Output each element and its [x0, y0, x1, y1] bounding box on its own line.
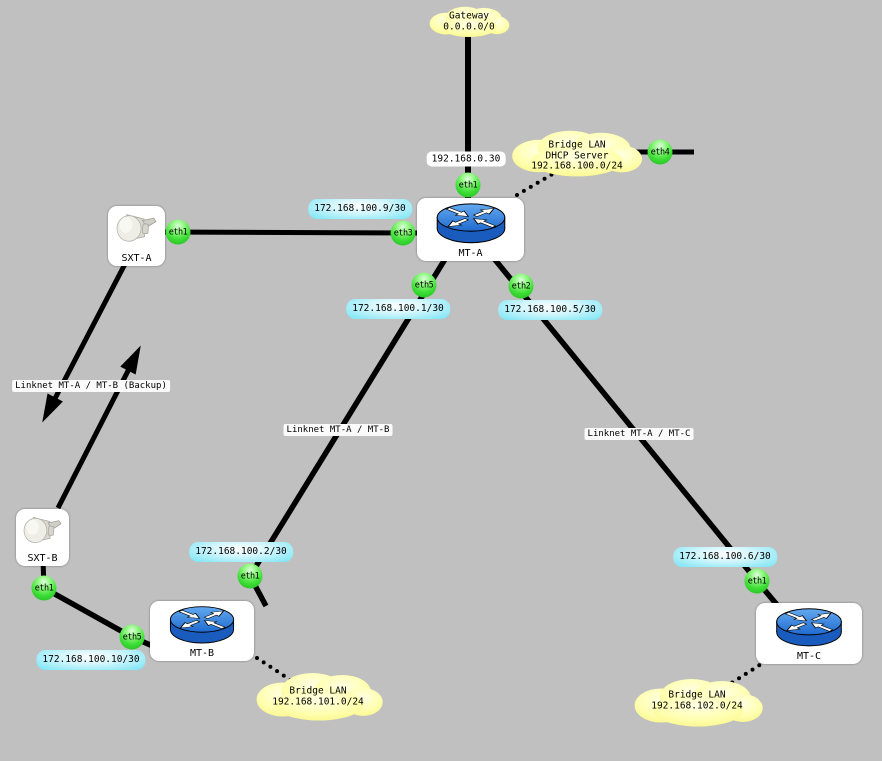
address-label-wan: 192.168.0.30: [426, 151, 506, 167]
device-mt-c[interactable]: MT-C: [756, 603, 862, 664]
port-mt-b-eth1[interactable]: eth1: [237, 563, 263, 589]
wireless-link-arrow-up: [120, 345, 141, 375]
router-icon: [425, 201, 517, 247]
dotted-links-layer: [255, 170, 768, 686]
address-label-eth2: 172.168.100.5/30: [498, 300, 602, 320]
port-sxt-b-eth1[interactable]: eth1: [31, 575, 57, 601]
address-label-eth5: 172.168.100.1/30: [346, 299, 450, 319]
address-label-mt-b-eth5: 172.168.100.10/30: [36, 650, 146, 670]
cloud-lan-c-line2: 192.168.102.0/24: [651, 700, 743, 711]
device-mt-c-label: MT-C: [796, 651, 822, 662]
port-mt-a-eth3[interactable]: eth3: [390, 220, 416, 246]
port-mt-a-eth1[interactable]: eth1: [455, 172, 481, 198]
cloud-dhcp-line2: DHCP Server: [545, 149, 609, 161]
link-sxt-b-mt-b: [42, 585, 134, 640]
device-sxt-a-label: SXT-A: [121, 253, 152, 264]
router-icon: [157, 604, 247, 647]
dotted-link-mt-c-lan: [728, 659, 768, 686]
wireless-link-arrow-down: [42, 393, 63, 423]
cloud-dhcp-label: Bridge LAN DHCP Server 192.168.100.0/24: [531, 140, 623, 172]
cloud-lan-b-label: Bridge LAN 192.168.101.0/24: [272, 685, 364, 708]
port-mt-c-eth1[interactable]: eth1: [744, 568, 770, 594]
cloud-lan-b-line1: Bridge LAN: [289, 685, 347, 697]
link-label-mt-a-mt-b: Linknet MT-A / MT-B: [283, 424, 393, 436]
dotted-link-mt-b-lan: [255, 656, 294, 683]
cloud-lan-c-line1: Bridge LAN: [668, 689, 726, 701]
port-mt-a-eth2[interactable]: eth2: [508, 273, 534, 299]
link-sxt-a-mt-a: [159, 229, 421, 236]
links-layer: [40, 24, 781, 650]
address-label-eth3: 172.168.100.9/30: [308, 199, 412, 219]
address-label-mt-b-eth1: 172.168.100.2/30: [189, 542, 293, 562]
router-icon: [763, 606, 855, 650]
device-mt-a[interactable]: MT-A: [417, 198, 524, 261]
address-label-mt-c-eth1: 172.168.100.6/30: [673, 547, 777, 567]
port-mt-a-eth4[interactable]: eth4: [647, 139, 673, 165]
sxt-antenna-icon: [20, 512, 66, 550]
sxt-antenna-icon: [113, 209, 161, 249]
link-label-backup: Linknet MT-A / MT-B (Backup): [12, 380, 170, 392]
cloud-lan-c[interactable]: [634, 679, 763, 727]
port-sxt-a-eth1[interactable]: eth1: [165, 219, 191, 245]
cloud-dhcp[interactable]: [512, 130, 643, 177]
cloud-lan-b[interactable]: [256, 673, 383, 721]
dotted-link-mt-a-dhcp: [515, 170, 558, 197]
cloud-lan-b-line2: 192.168.101.0/24: [272, 696, 364, 707]
cloud-gateway[interactable]: [429, 6, 510, 37]
cloud-gateway-line2: 0.0.0.0/0: [443, 21, 495, 32]
device-sxt-a[interactable]: SXT-A: [108, 206, 165, 266]
cloud-dhcp-line3: 192.168.100.0/24: [531, 160, 623, 172]
device-sxt-b[interactable]: SXT-B: [16, 509, 69, 566]
cloud-gateway-line1: Gateway: [448, 10, 490, 22]
cloud-gateway-label: Gateway 0.0.0.0/0: [443, 10, 495, 33]
link-label-mt-a-mt-c: Linknet MT-A / MT-C: [584, 428, 694, 440]
device-mt-b[interactable]: MT-B: [150, 601, 254, 661]
cloud-dhcp-line1: Bridge LAN: [548, 139, 606, 151]
port-mt-a-eth5[interactable]: eth5: [411, 272, 437, 298]
device-mt-b-label: MT-B: [189, 648, 215, 659]
cloud-lan-c-label: Bridge LAN 192.168.102.0/24: [651, 689, 743, 712]
device-sxt-b-label: SXT-B: [27, 553, 58, 564]
device-mt-a-label: MT-A: [458, 248, 483, 259]
port-mt-b-eth5[interactable]: eth5: [119, 624, 145, 650]
